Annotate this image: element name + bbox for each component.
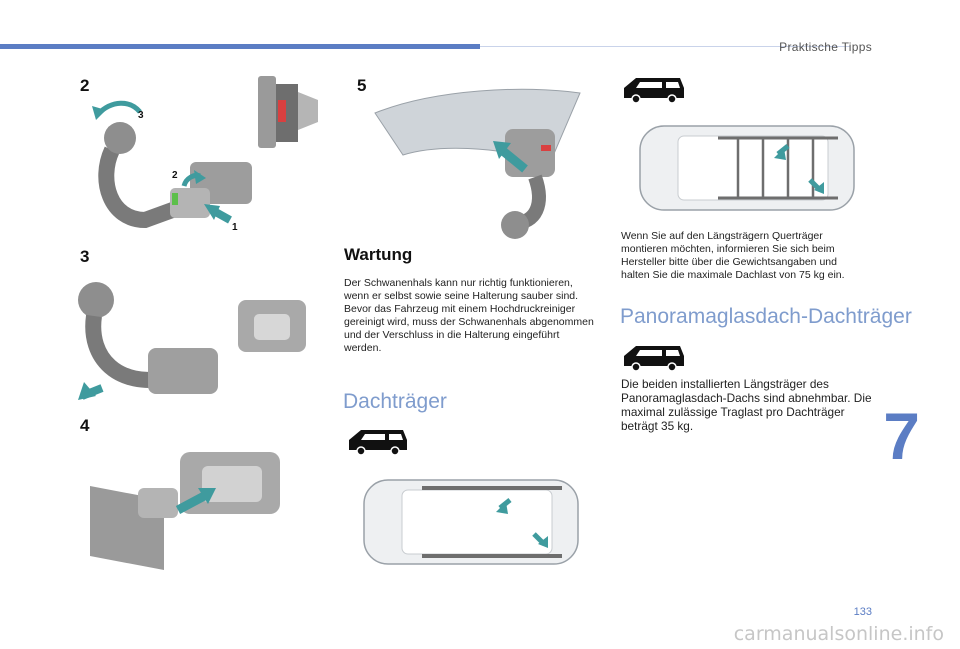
- figure-number-4: 4: [80, 416, 90, 435]
- callout-2: 2: [172, 170, 178, 181]
- cross-bars-top-view-illustration: [639, 125, 855, 211]
- roof-rails-top-view-illustration: [363, 479, 579, 565]
- dachtraeger-title: Dachträger: [343, 390, 447, 413]
- roof-load-text: Wenn Sie auf den Längsträgern Querträger…: [621, 230, 845, 281]
- vehicle-silhouette-icon-top: [624, 78, 684, 104]
- figure-number-5: 5: [357, 76, 367, 95]
- vehicle-silhouette-icon-panorama: [624, 346, 684, 372]
- figure-number-3: 3: [80, 247, 90, 266]
- vehicle-silhouette-icon: [349, 430, 407, 456]
- figure-number-2: 2: [80, 76, 90, 95]
- wartung-title: Wartung: [344, 245, 413, 264]
- panorama-title: Panoramaglasdach-Dachträger: [620, 305, 912, 328]
- cover-insertion-illustration: [90, 452, 280, 570]
- callout-3: 3: [138, 110, 144, 121]
- chapter-number: 7: [883, 399, 920, 473]
- section-header-title: Praktische Tipps: [779, 40, 872, 54]
- page-number: 133: [853, 606, 872, 618]
- towbar-cleaning-illustration: [78, 282, 306, 400]
- bumper-cover-illustration: [374, 88, 581, 239]
- panorama-text: Die beiden installierten Längsträger des…: [621, 377, 872, 433]
- callout-1: 1: [232, 222, 238, 233]
- wartung-text: Der Schwanenhals kann nur richtig funkti…: [344, 277, 594, 354]
- watermark: carmanualsonline.info: [733, 623, 944, 645]
- towbar-removal-illustration: 3 2 1: [92, 76, 318, 233]
- header-rule: [480, 46, 850, 47]
- header-bar: [0, 44, 480, 49]
